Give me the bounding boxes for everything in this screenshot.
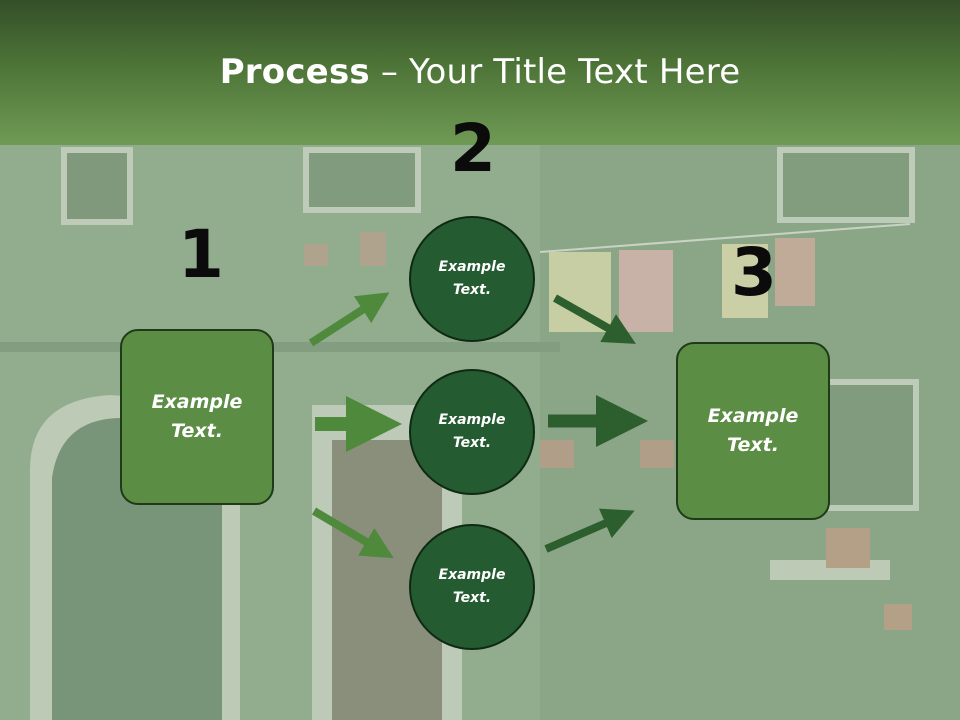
step-2-circle-middle: Example Text. [409,369,535,495]
step-3-text: Example Text. [707,405,799,456]
step-2-circle-bottom: Example Text. [409,524,535,650]
title-rest: – Your Title Text Here [369,52,741,92]
title-bold: Process [219,52,370,92]
step-number-1: 1 [178,216,224,293]
step-2-circle-top: Example Text. [409,216,535,342]
title-band [0,0,960,145]
step-1-text: Example Text. [151,391,243,442]
step-1-box: Example Text. [120,329,274,505]
step-number-2: 2 [450,110,496,187]
step-3-box: Example Text. [676,342,830,520]
circle-bottom-text: Example Text. [438,567,506,606]
slide-title: Process – Your Title Text Here [0,52,960,92]
circle-middle-text: Example Text. [438,412,506,451]
circle-top-text: Example Text. [438,259,506,298]
step-number-3: 3 [731,234,777,311]
